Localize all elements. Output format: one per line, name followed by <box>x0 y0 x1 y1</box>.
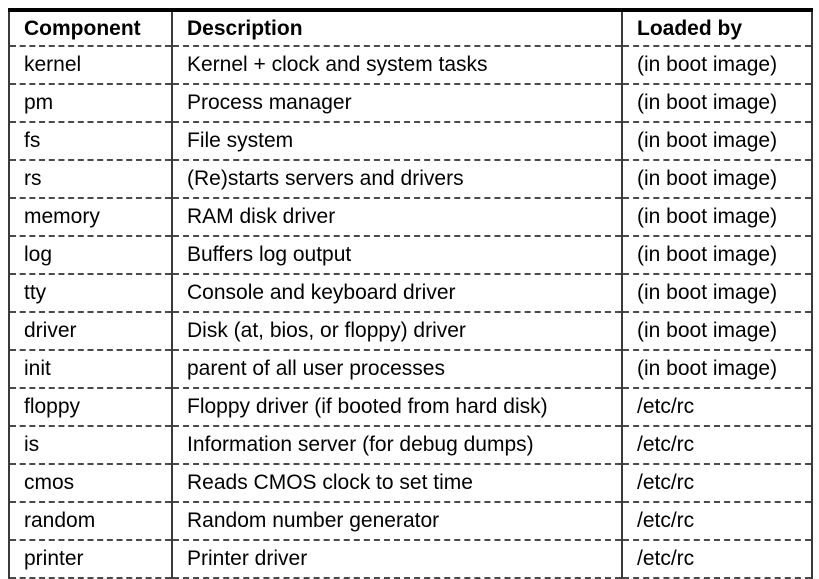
cell-loaded-by: /etc/rc <box>622 502 813 541</box>
cell-component: pm <box>8 84 173 123</box>
column-header-component: Component <box>8 8 173 47</box>
cell-description: Process manager <box>172 84 623 123</box>
cell-loaded-by: /etc/rc <box>622 426 813 465</box>
cell-component: init <box>8 350 173 389</box>
cell-description: (Re)starts servers and drivers <box>172 160 623 199</box>
cell-description: Kernel + clock and system tasks <box>172 46 623 85</box>
table-header: Component Description Loaded by <box>8 8 813 47</box>
cell-description: Console and keyboard driver <box>172 274 623 313</box>
cell-loaded-by: (in boot image) <box>622 160 813 199</box>
cell-description: RAM disk driver <box>172 198 623 237</box>
cell-component: floppy <box>8 388 173 427</box>
column-header-loaded-by: Loaded by <box>622 8 813 47</box>
cell-component: rs <box>8 160 173 199</box>
cell-component: tty <box>8 274 173 313</box>
cell-component: random <box>8 502 173 541</box>
cell-description: Printer driver <box>172 540 623 579</box>
cell-description: File system <box>172 122 623 161</box>
cell-description: Disk (at, bios, or floppy) driver <box>172 312 623 351</box>
cell-component: is <box>8 426 173 465</box>
cell-loaded-by: (in boot image) <box>622 274 813 313</box>
cell-description: Floppy driver (if booted from hard disk) <box>172 388 623 427</box>
cell-loaded-by: (in boot image) <box>622 350 813 389</box>
cell-component: cmos <box>8 464 173 503</box>
cell-component: log <box>8 236 173 275</box>
cell-loaded-by: (in boot image) <box>622 236 813 275</box>
column-header-description: Description <box>172 8 623 47</box>
cell-loaded-by: /etc/rc <box>622 464 813 503</box>
cell-component: driver <box>8 312 173 351</box>
table-row: rs(Re)starts servers and drivers(in boot… <box>8 160 813 199</box>
cell-component: printer <box>8 540 173 579</box>
cell-description: Buffers log output <box>172 236 623 275</box>
cell-loaded-by: (in boot image) <box>622 198 813 237</box>
cell-description: parent of all user processes <box>172 350 623 389</box>
cell-loaded-by: /etc/rc <box>622 388 813 427</box>
cell-loaded-by: /etc/rc <box>622 540 813 579</box>
cell-component: fs <box>8 122 173 161</box>
header-row: Component Description Loaded by <box>8 8 813 47</box>
cell-component: memory <box>8 198 173 237</box>
cell-component: kernel <box>8 46 173 85</box>
cell-description: Random number generator <box>172 502 623 541</box>
cell-description: Reads CMOS clock to set time <box>172 464 623 503</box>
cell-loaded-by: (in boot image) <box>622 312 813 351</box>
cell-loaded-by: (in boot image) <box>622 46 813 85</box>
cell-loaded-by: (in boot image) <box>622 122 813 161</box>
cell-description: Information server (for debug dumps) <box>172 426 623 465</box>
cell-loaded-by: (in boot image) <box>622 84 813 123</box>
